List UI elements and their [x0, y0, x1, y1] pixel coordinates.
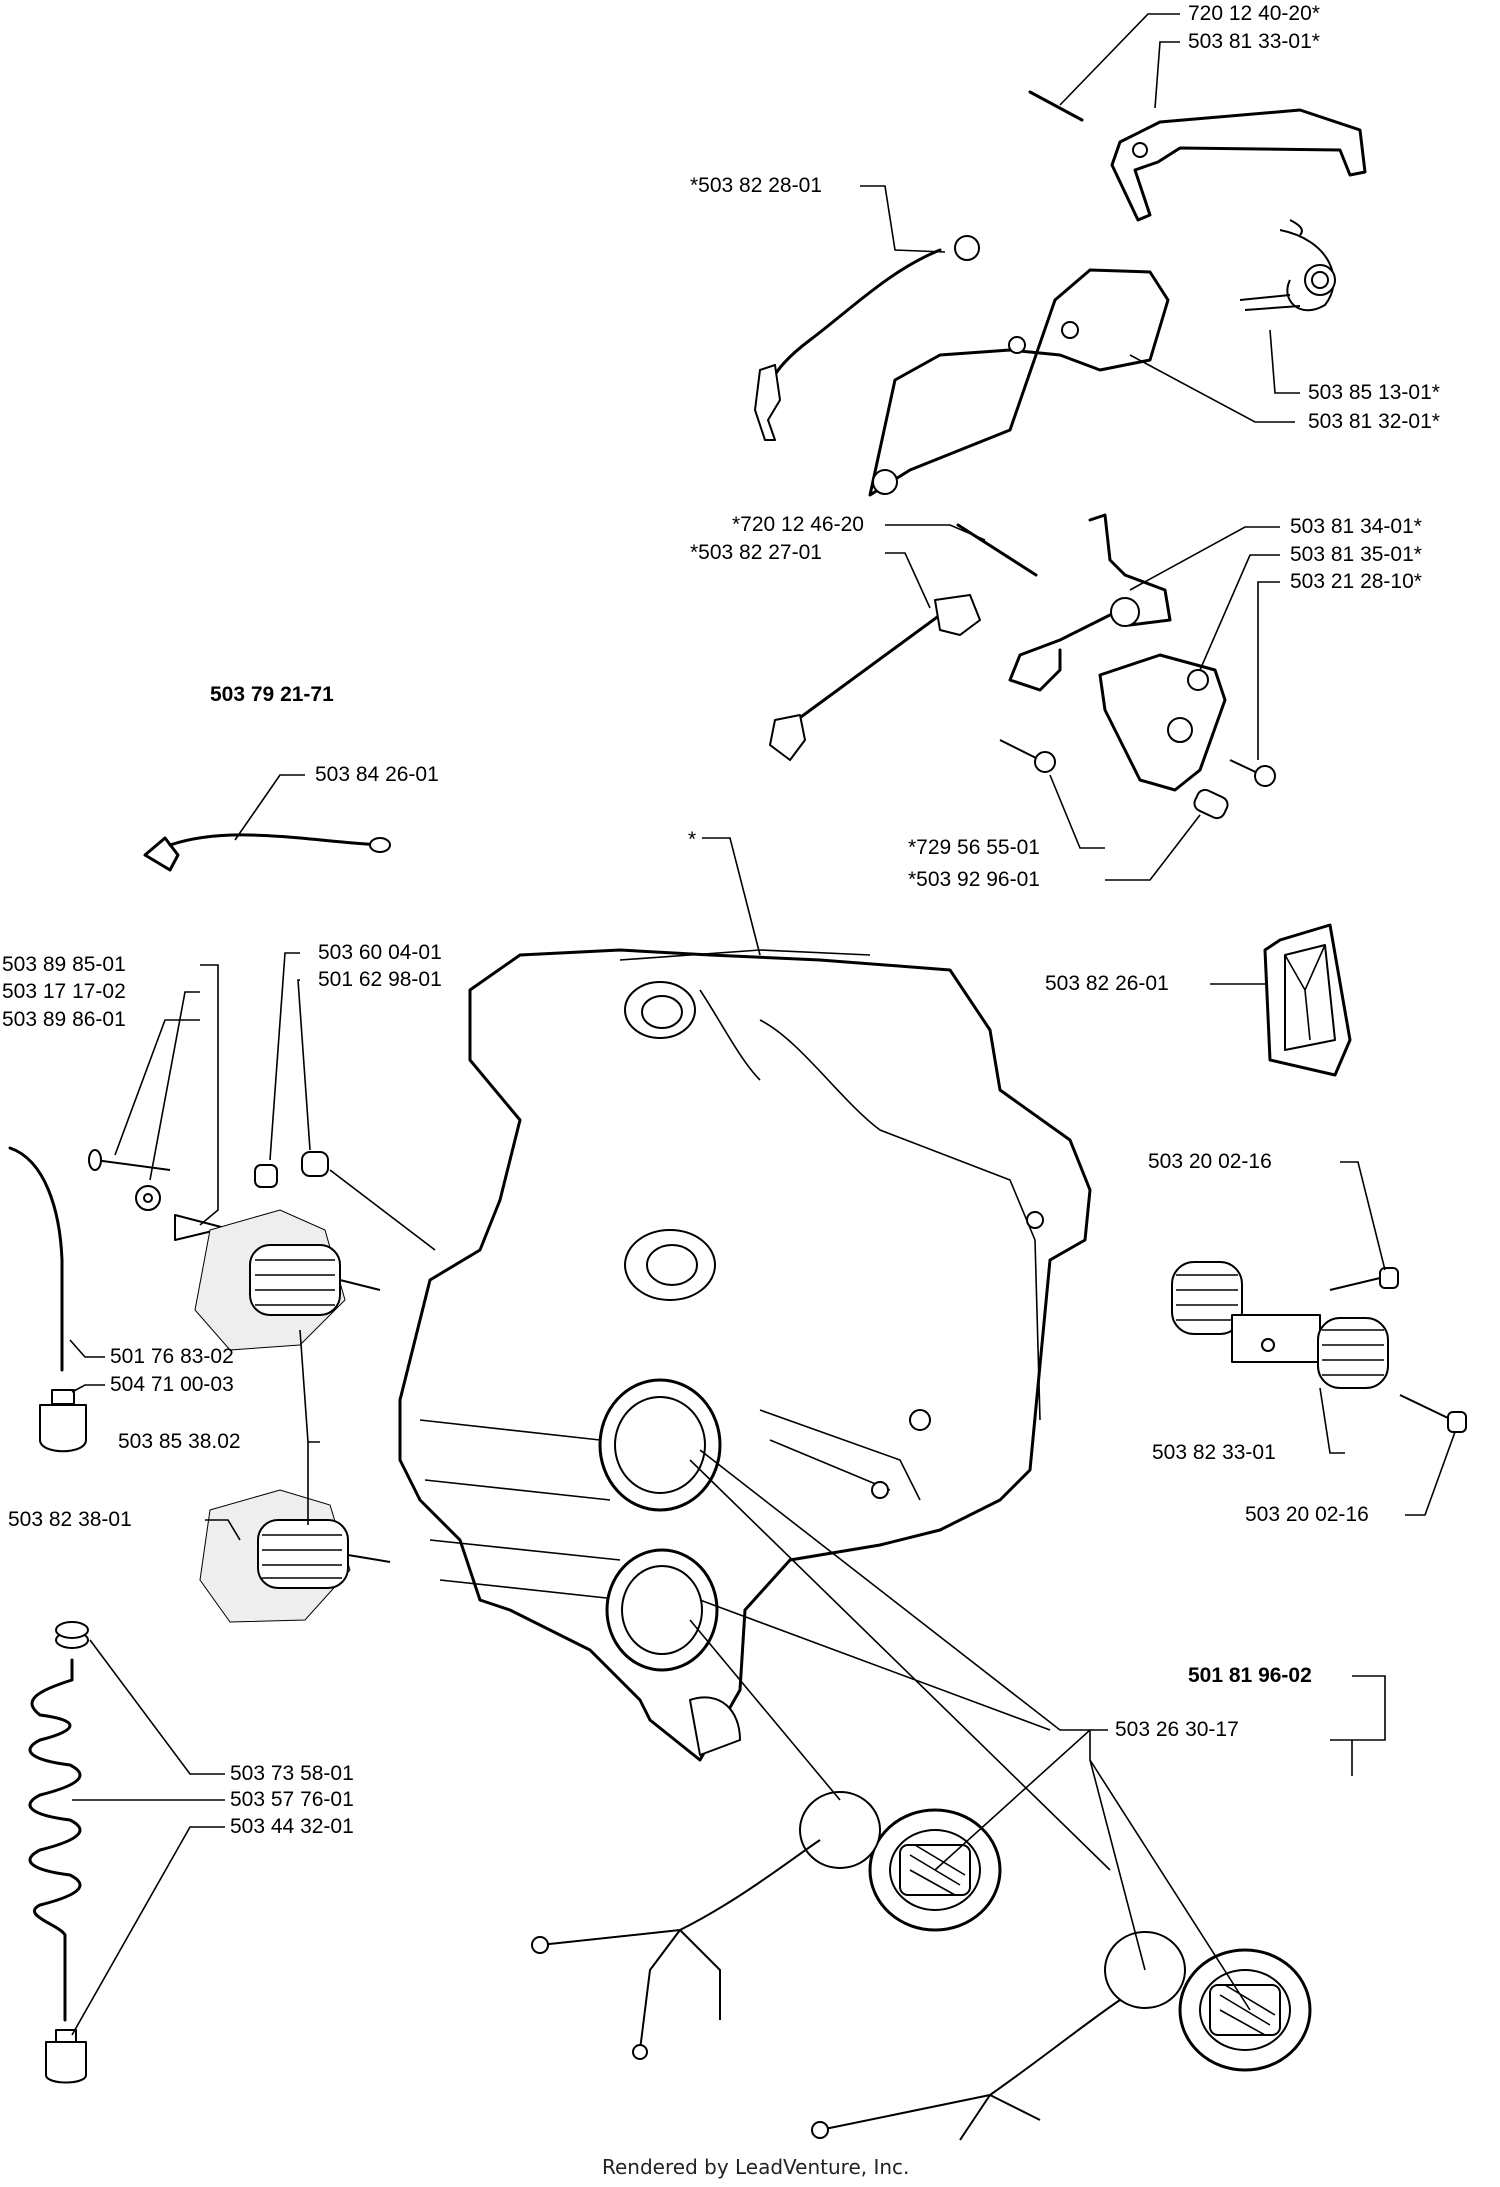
- stop-lever-part: [1008, 513, 1172, 692]
- part-label-503-82-38-01[interactable]: 503 82 38-01: [8, 1508, 132, 1531]
- part-label-503-82-33-01[interactable]: 503 82 33-01: [1152, 1441, 1276, 1464]
- coiled-hose-part: [28, 1658, 82, 2022]
- part-label-503-60-04-01[interactable]: 503 60 04-01: [318, 941, 442, 964]
- fuel-filter-part: [39, 1389, 87, 1453]
- throttle-trigger-part: [868, 268, 1170, 497]
- av-screw-top-part: [1329, 1267, 1399, 1291]
- part-label-501-76-83-02[interactable]: 501 76 83-02: [110, 1345, 234, 1368]
- stop-screw-right-part: [1229, 759, 1276, 787]
- spike-screw-part: [174, 1214, 226, 1241]
- part-label-503-81-34-01[interactable]: 503 81 34-01*: [1290, 515, 1422, 538]
- stop-rod-part: [769, 594, 981, 761]
- kit-label[interactable]: 503 79 21-71: [210, 683, 334, 706]
- part-label-503-57-76-01[interactable]: 503 57 76-01: [230, 1788, 354, 1811]
- stop-pin-part: [956, 523, 1038, 577]
- part-label-housing-star[interactable]: *: [688, 828, 697, 851]
- part-label-503-89-85-01[interactable]: 503 89 85-01: [2, 953, 126, 976]
- av-screw-bottom-part: [1399, 1394, 1467, 1433]
- part-label-503-73-58-01[interactable]: 503 73 58-01: [230, 1762, 354, 1785]
- part-label-503-84-26-01[interactable]: 503 84 26-01: [315, 763, 439, 786]
- stop-screw-left-part: [999, 739, 1056, 773]
- footer-credit: Rendered by LeadVenture, Inc.: [602, 2155, 910, 2179]
- part-label-729-56-55-01[interactable]: *729 56 55-01: [908, 836, 1040, 859]
- av-element-right-part: [1171, 1261, 1389, 1389]
- rivet-large-part: [301, 1151, 329, 1177]
- air-filter-tray-part: [1263, 923, 1352, 1077]
- throttle-pin-part: [1028, 90, 1084, 122]
- part-label-503-81-33-01[interactable]: 503 81 33-01*: [1188, 30, 1320, 53]
- oil-cap-part: [1178, 1948, 1312, 2072]
- part-label-503-17-17-02[interactable]: 503 17 17-02: [2, 980, 126, 1003]
- short-circuit-wire-part: [143, 833, 391, 872]
- cap-retainer-strap-part: [531, 1839, 1121, 2141]
- part-label-503-82-27-01[interactable]: *503 82 27-01: [690, 541, 822, 564]
- part-label-503-21-28-10[interactable]: 503 21 28-10*: [1290, 570, 1422, 593]
- part-label-503-82-26-01[interactable]: 503 82 26-01: [1045, 972, 1169, 995]
- part-label-501-62-98-01[interactable]: 501 62 98-01: [318, 968, 442, 991]
- fuel-hose-part: [8, 1146, 64, 1372]
- part-label-503-20-02-16-bottom[interactable]: 503 20 02-16: [1245, 1503, 1369, 1526]
- part-label-503-89-86-01[interactable]: 503 89 86-01: [2, 1008, 126, 1031]
- stop-spring-part: [1193, 788, 1229, 820]
- part-label-503-81-35-01[interactable]: 503 81 35-01*: [1290, 543, 1422, 566]
- av-damper-upper-part: [194, 1209, 381, 1351]
- return-filter-part: [45, 2029, 87, 2084]
- part-label-503-81-32-01[interactable]: 503 81 32-01*: [1308, 410, 1440, 433]
- grommet-part: [55, 1621, 89, 1649]
- part-label-720-12-40-20[interactable]: 720 12 40-20*: [1188, 2, 1320, 25]
- part-label-503-92-96-01[interactable]: *503 92 96-01: [908, 868, 1040, 891]
- handle-screw-part: [88, 1149, 171, 1171]
- part-label-720-12-46-20[interactable]: *720 12 46-20: [732, 513, 864, 536]
- part-label-503-20-02-16-top[interactable]: 503 20 02-16: [1148, 1150, 1272, 1173]
- leader-lines: [69, 13, 1456, 2036]
- washer-part: [135, 1185, 161, 1211]
- rivet-small-part: [254, 1164, 278, 1188]
- part-label-504-71-00-03[interactable]: 504 71 00-03: [110, 1373, 234, 1396]
- stop-bracket-part: [1098, 653, 1227, 792]
- assembly-label[interactable]: 501 81 96-02: [1188, 1664, 1312, 1687]
- part-label-503-82-28-01[interactable]: *503 82 28-01: [690, 174, 822, 197]
- throttle-lockout-part: [1110, 108, 1367, 222]
- part-label-503-85-13-01[interactable]: 503 85 13-01*: [1308, 381, 1440, 404]
- part-label-503-44-32-01[interactable]: 503 44 32-01: [230, 1815, 354, 1838]
- av-damper-lower-part: [199, 1489, 391, 1623]
- throttle-spring-part: [1239, 219, 1336, 312]
- tank-housing-part: [398, 948, 1092, 1762]
- part-label-503-85-38-02[interactable]: 503 85 38.02: [118, 1430, 241, 1453]
- part-label-503-26-30-17[interactable]: 503 26 30-17: [1115, 1718, 1239, 1741]
- throttle-cable-part: [754, 235, 980, 441]
